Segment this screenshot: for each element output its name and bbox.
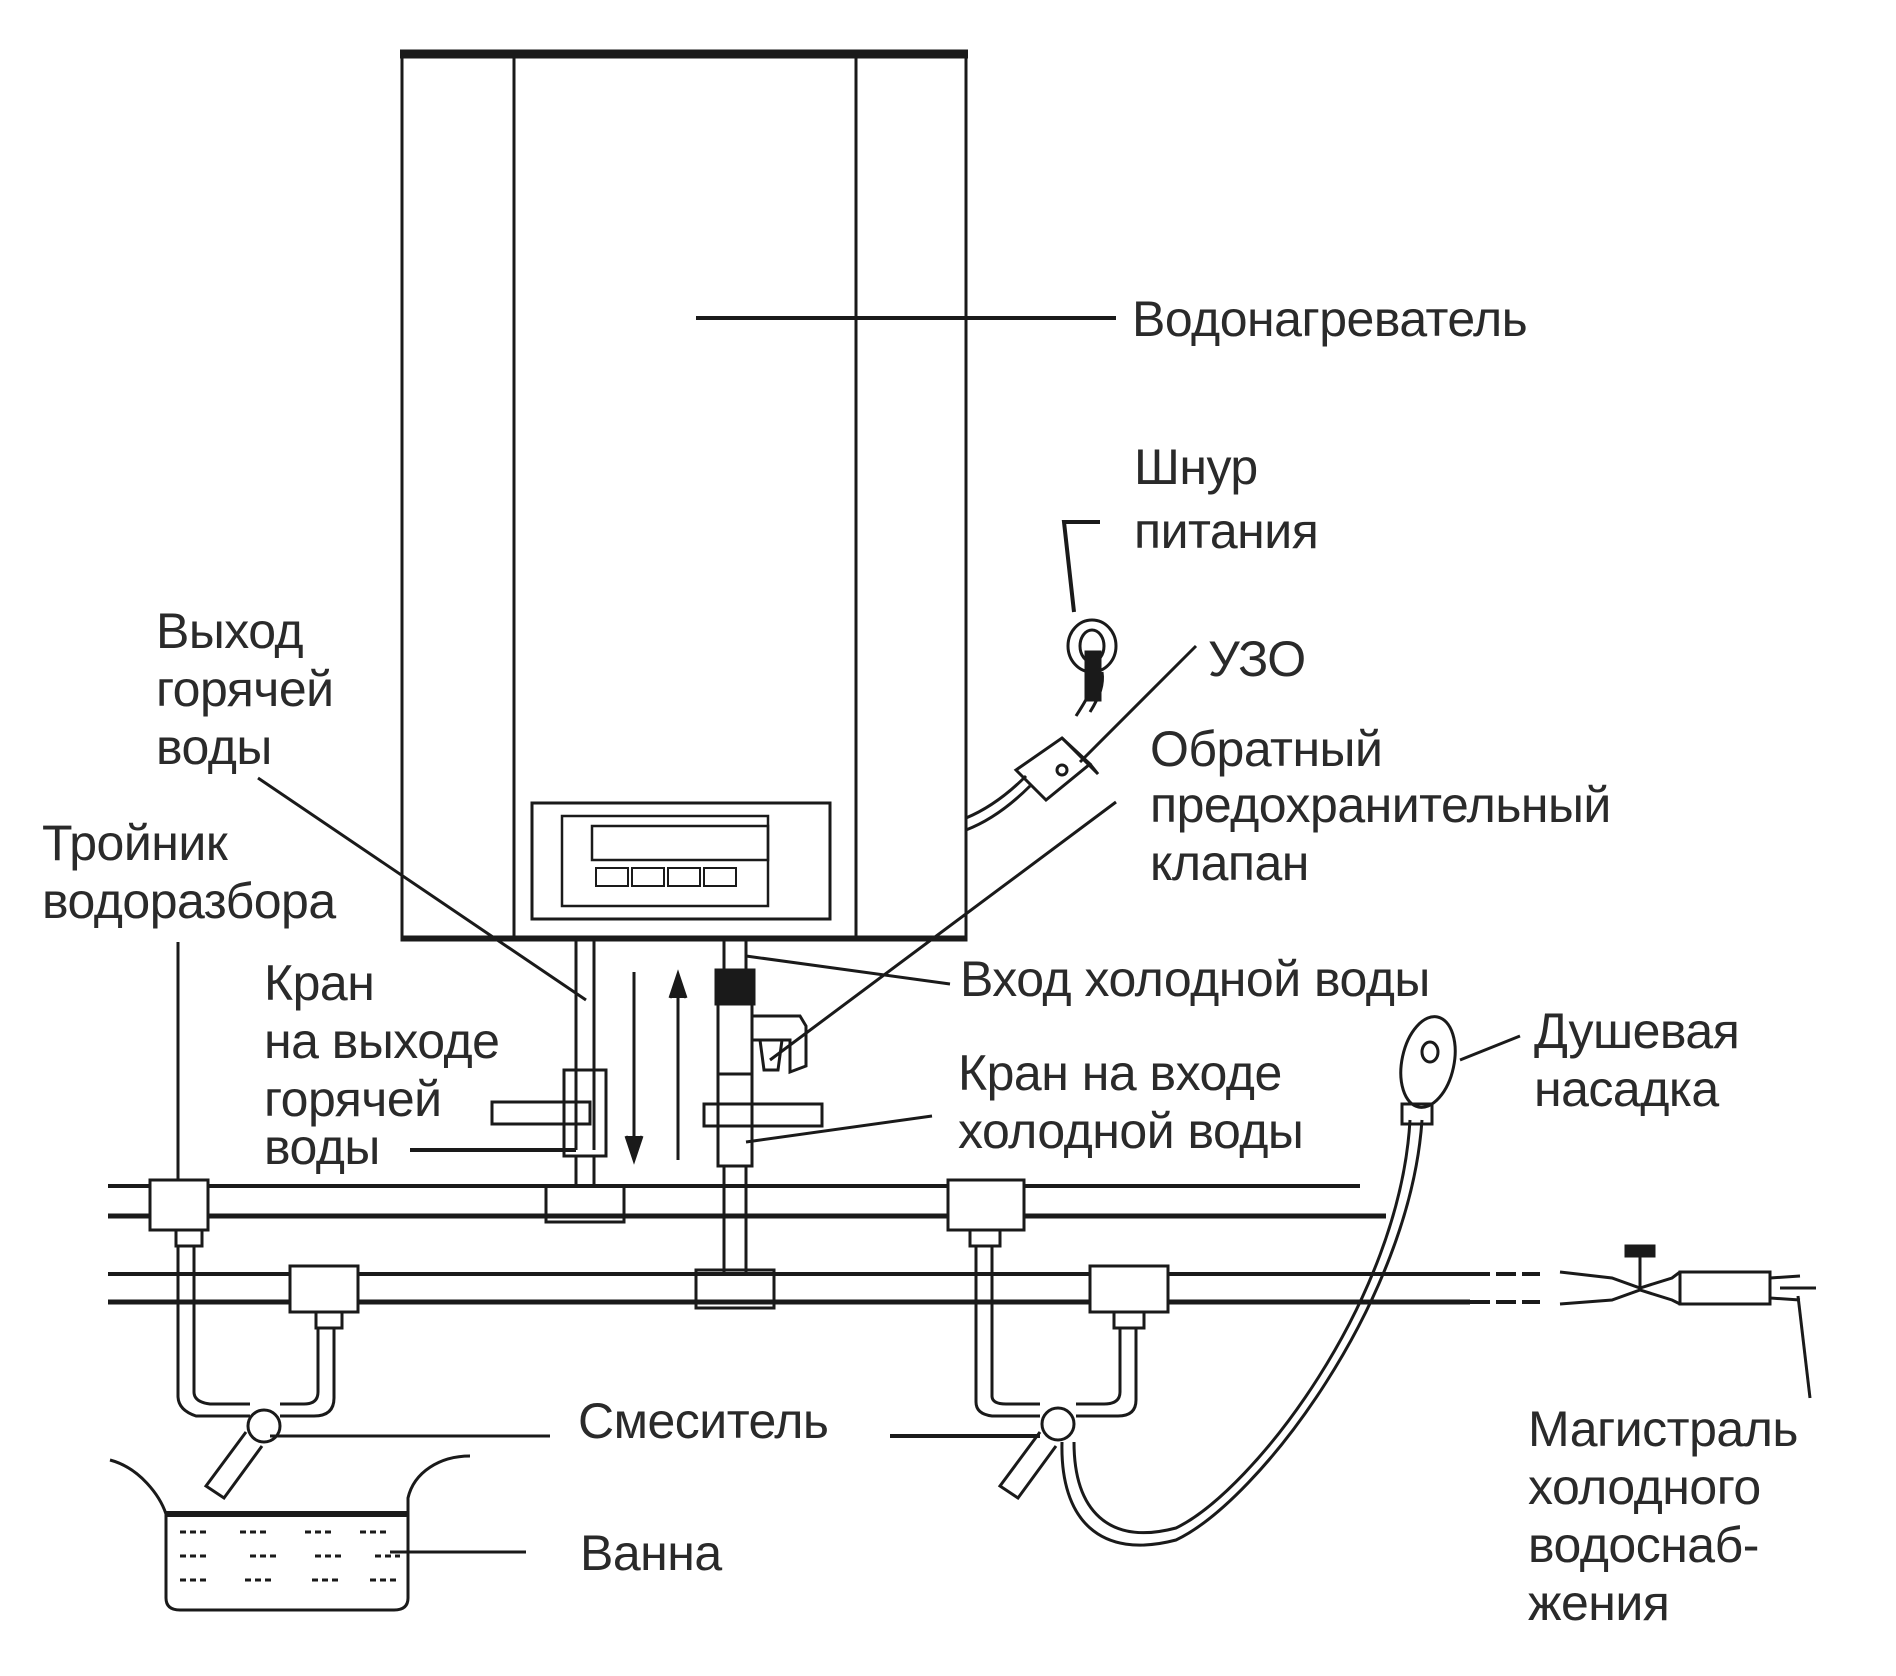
shower-hose [1060,1119,1424,1547]
label-hot-valve-line3: горячей [264,1071,442,1127]
bath-water [180,1530,400,1582]
label-main-line1: Магистраль [1528,1401,1798,1457]
power-cord [965,671,1104,832]
rcd-icon [1013,736,1100,803]
label-heater: Водонагреватель [1132,291,1527,347]
water-heater-icon [400,49,968,942]
label-check-valve-line3: клапан [1150,835,1309,891]
label-main-line2: холодного [1528,1459,1761,1515]
label-hot-outlet-line1: Выход [156,603,303,659]
tee-fittings [148,1178,1170,1330]
hot-outlet-pipe [490,940,626,1224]
leader-lines [176,316,1812,1554]
hot-water-line [108,1184,1386,1219]
label-main-line4: жения [1528,1575,1669,1631]
label-hot-valve-line1: Кран [264,955,374,1011]
label-cold-valve-line2: холодной воды [958,1103,1303,1159]
label-check-valve-line2: предохранительный [1150,777,1611,833]
label-hot-valve-line4: воды [264,1119,380,1175]
flow-arrows [624,969,688,1165]
label-mixer: Смеситель [578,1393,828,1449]
label-check-valve-line1: Обратный [1150,721,1382,777]
shower-mixer-icon [974,1246,1138,1501]
check-valve-icon [750,1014,808,1075]
main-valve-icon [1559,1244,1816,1306]
label-uzo: УЗО [1208,631,1306,687]
label-cold-valve-line1: Кран на входе [958,1045,1282,1101]
label-cord-line1: Шнур [1134,439,1258,495]
label-shower-line1: Душевая [1534,1003,1739,1059]
label-shower-line2: насадка [1534,1061,1719,1117]
label-hot-valve-line2: на выходе [264,1013,499,1069]
label-hot-outlet-line2: горячей [156,661,334,717]
plug-icon [1066,618,1118,702]
label-tee-line2: водоразбора [42,873,336,929]
bathtub-icon [109,1454,471,1612]
label-cord-line2: питания [1134,503,1318,559]
label-cold-inlet: Вход холодной воды [960,951,1430,1007]
shower-head-icon [1399,1015,1457,1126]
cold-inlet-pipe [694,938,824,1310]
labels: Водонагреватель Шнур питания УЗО Обратны… [42,291,1798,1631]
label-tee-line1: Тройник [42,815,229,871]
label-main-line3: водоснаб- [1528,1517,1759,1573]
control-panel [530,801,832,921]
label-bath: Ванна [580,1525,722,1581]
mixer-icon [176,1246,336,1501]
label-hot-outlet-line3: воды [156,719,272,775]
